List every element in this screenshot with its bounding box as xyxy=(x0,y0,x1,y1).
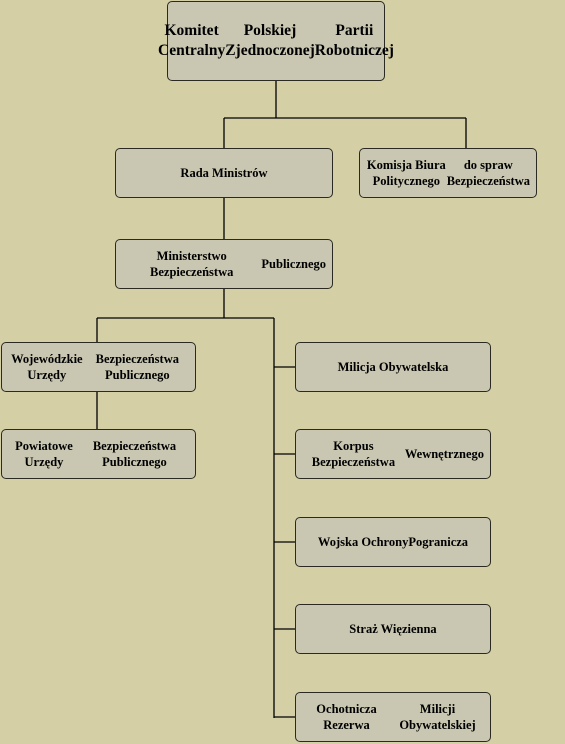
node-line: Rada Ministrów xyxy=(180,165,268,180)
node-line: Milicja Obywatelska xyxy=(337,359,449,374)
node-line: Polskiej Zjednoczonej xyxy=(225,21,315,59)
node-line: Publicznego xyxy=(261,256,326,271)
node-line: Wojska Ochrony xyxy=(317,534,409,549)
node-line: Komisja Biura Politycznego xyxy=(366,157,446,189)
node-line: Korpus Bezpieczeństwa xyxy=(311,438,396,470)
node-korpus-bezpieczenstwa: Korpus Bezpieczeństwa Wewnętrznego xyxy=(295,429,491,479)
node-line: Bezpieczeństwa Publicznego xyxy=(92,438,177,470)
node-komitet-centralny: Komitet Centralny Polskiej Zjednoczonej … xyxy=(158,1,394,81)
node-line: do spraw Bezpieczeństwa xyxy=(446,157,530,189)
node-powiatowe-urzedy: Powiatowe Urzędy Bezpieczeństwa Publiczn… xyxy=(1,429,196,479)
node-line: Partii Robotniczej xyxy=(314,21,394,59)
node-line: Milicji Obywatelskiej xyxy=(399,701,476,733)
node-rada-ministrow: Rada Ministrów xyxy=(115,148,333,198)
node-line: Ministerstwo Bezpieczeństwa xyxy=(150,248,234,280)
node-ministerstwo: Ministerstwo Bezpieczeństwa Publicznego xyxy=(115,239,333,289)
node-line: Bezpieczeństwa Publicznego xyxy=(95,351,179,383)
node-straz-wiezienna: Straż Więzienna xyxy=(295,604,491,654)
node-line: Powiatowe Urzędy xyxy=(15,438,73,470)
node-komisja-biura: Komisja Biura Politycznego do spraw Bezp… xyxy=(359,148,537,198)
node-wojska-ochrony-pogranicza: Wojska Ochrony Pogranicza xyxy=(295,517,491,567)
node-line: Wojewódzkie Urzędy xyxy=(11,351,83,383)
node-line: Komitet Centralny xyxy=(158,21,226,59)
node-wojewodzkie-urzedy: Wojewódzkie Urzędy Bezpieczeństwa Public… xyxy=(1,342,196,392)
node-line: Wewnętrznego xyxy=(404,446,484,461)
node-ochotnicza-rezerwa: Ochotnicza Rezerwa Milicji Obywatelskiej xyxy=(295,692,491,742)
node-line: Straż Więzienna xyxy=(349,621,437,636)
node-milicja-obywatelska: Milicja Obywatelska xyxy=(295,342,491,392)
node-line: Ochotnicza Rezerwa xyxy=(316,701,377,733)
node-line: Pogranicza xyxy=(408,534,469,549)
